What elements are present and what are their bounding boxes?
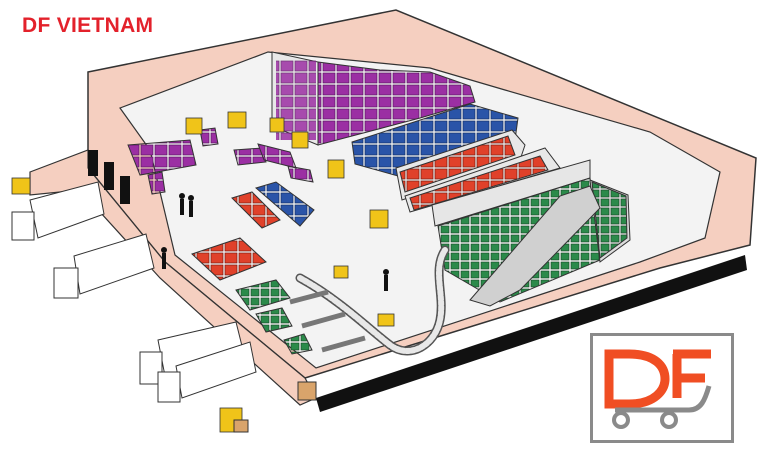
truck-icon: [11, 181, 105, 241]
worker-icon: [383, 269, 389, 291]
dock-door: [120, 176, 130, 204]
forklift-icon: [333, 265, 349, 279]
forklift-icon: [291, 131, 309, 149]
worker-icon: [161, 247, 167, 269]
truck-icon: [139, 321, 245, 385]
brand-name: DF VIETNAM: [22, 14, 154, 37]
dock-door: [88, 150, 98, 176]
forklift-icon: [327, 159, 345, 179]
df-logo-icon: [604, 349, 712, 429]
worker-icon: [188, 195, 194, 217]
worker-icon: [179, 193, 185, 215]
truck-icon: [157, 341, 257, 403]
forklift-icon: [377, 313, 395, 327]
forklift-icon: [11, 177, 31, 195]
forklift-icon: [185, 117, 203, 135]
forklift-icon: [227, 111, 247, 129]
dock-door: [104, 162, 114, 190]
pallet-icon: [297, 381, 317, 401]
red-rack-zone: [191, 129, 561, 281]
company-logo: [590, 333, 734, 443]
conveyor: [289, 185, 601, 356]
forklift-icon: [369, 209, 389, 229]
pallet-icon: [233, 419, 249, 433]
truck-icon: [53, 233, 155, 299]
forklift-icon: [269, 117, 285, 133]
